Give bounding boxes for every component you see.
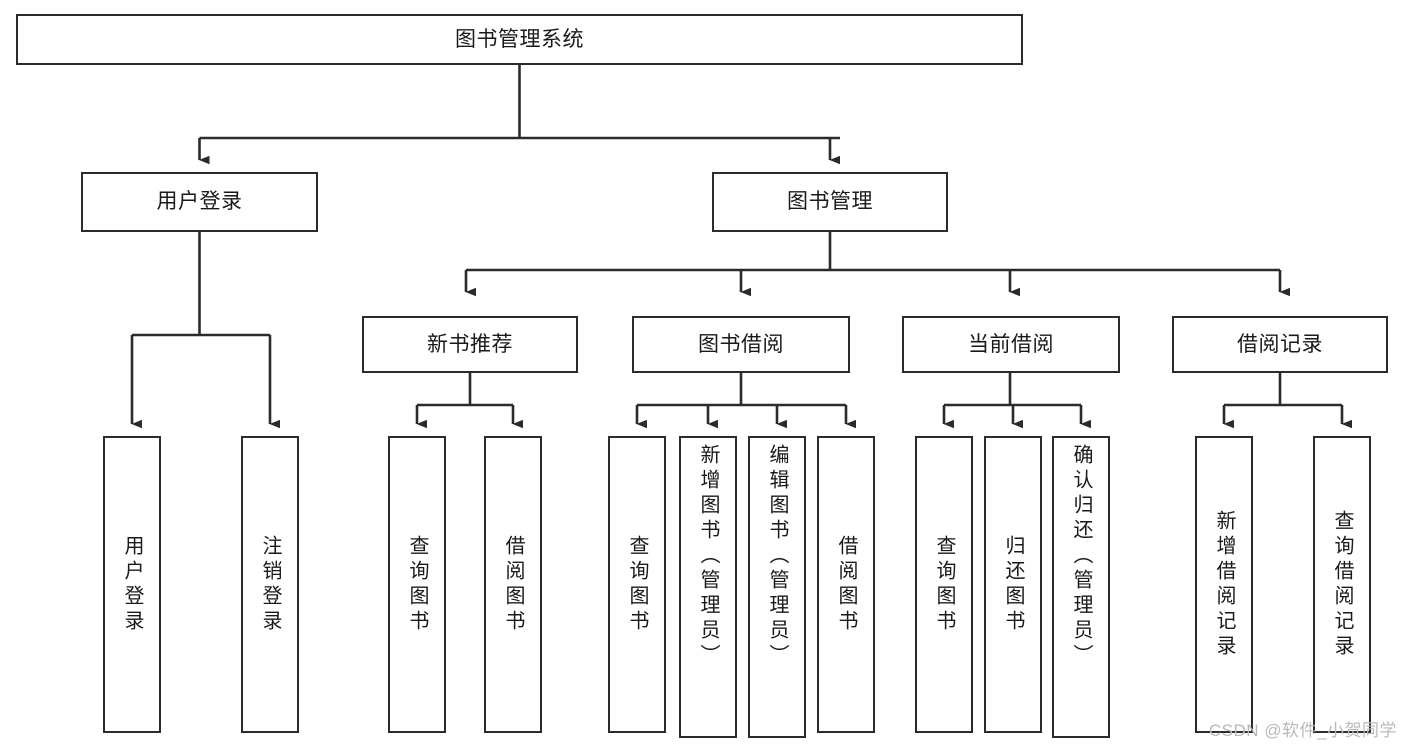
node-label: 借阅记录 (1237, 332, 1323, 356)
node-user-login[interactable]: 用户登录 (81, 172, 318, 232)
node-label: 确认归还（管理员） (1070, 444, 1092, 669)
node-label: 用户登录 (156, 190, 243, 214)
node-label: 当前借阅 (968, 332, 1054, 356)
node-label: 图书管理系统 (455, 27, 584, 51)
node-leaf-borrow-book-borrow[interactable]: 借阅图书 (817, 436, 875, 733)
node-leaf-confirm-return-admin[interactable]: 确认归还（管理员） (1052, 436, 1110, 738)
node-label: 查询图书 (406, 534, 428, 635)
node-leaf-borrow-book-recommend[interactable]: 借阅图书 (484, 436, 542, 733)
node-label: 图书借阅 (698, 332, 784, 356)
node-book-management-system[interactable]: 图书管理系统 (16, 14, 1023, 65)
node-leaf-query-book-current[interactable]: 查询图书 (915, 436, 973, 733)
node-leaf-query-book-borrow[interactable]: 查询图书 (608, 436, 666, 733)
node-label: 归还图书 (1002, 534, 1024, 635)
node-leaf-query-book-recommend[interactable]: 查询图书 (388, 436, 446, 733)
node-leaf-user-logout[interactable]: 注销登录 (241, 436, 299, 733)
node-label: 图书管理 (787, 190, 873, 214)
node-leaf-add-borrow-record[interactable]: 新增借阅记录 (1195, 436, 1253, 733)
node-borrow-record[interactable]: 借阅记录 (1172, 316, 1388, 373)
node-label: 注销登录 (259, 534, 281, 635)
node-label: 借阅图书 (502, 534, 524, 635)
node-label: 用户登录 (121, 534, 143, 635)
node-leaf-edit-book-admin[interactable]: 编辑图书（管理员） (748, 436, 806, 738)
node-label: 新增图书（管理员） (697, 444, 719, 669)
node-new-book-recommend[interactable]: 新书推荐 (362, 316, 578, 373)
node-label: 编辑图书（管理员） (766, 444, 788, 669)
node-label: 查询图书 (626, 534, 648, 635)
node-book-borrow[interactable]: 图书借阅 (632, 316, 850, 373)
node-label: 查询借阅记录 (1331, 509, 1353, 660)
node-label: 新增借阅记录 (1213, 509, 1235, 660)
node-leaf-query-borrow-record[interactable]: 查询借阅记录 (1313, 436, 1371, 733)
node-label: 借阅图书 (835, 534, 857, 635)
watermark-text: CSDN @软件_小贺同学 (1208, 721, 1397, 740)
node-leaf-add-book-admin[interactable]: 新增图书（管理员） (679, 436, 737, 738)
node-label: 查询图书 (933, 534, 955, 635)
node-book-management[interactable]: 图书管理 (712, 172, 948, 232)
node-leaf-return-book[interactable]: 归还图书 (984, 436, 1042, 733)
node-label: 新书推荐 (427, 332, 513, 356)
node-leaf-user-login[interactable]: 用户登录 (103, 436, 161, 733)
node-current-borrow[interactable]: 当前借阅 (902, 316, 1120, 373)
